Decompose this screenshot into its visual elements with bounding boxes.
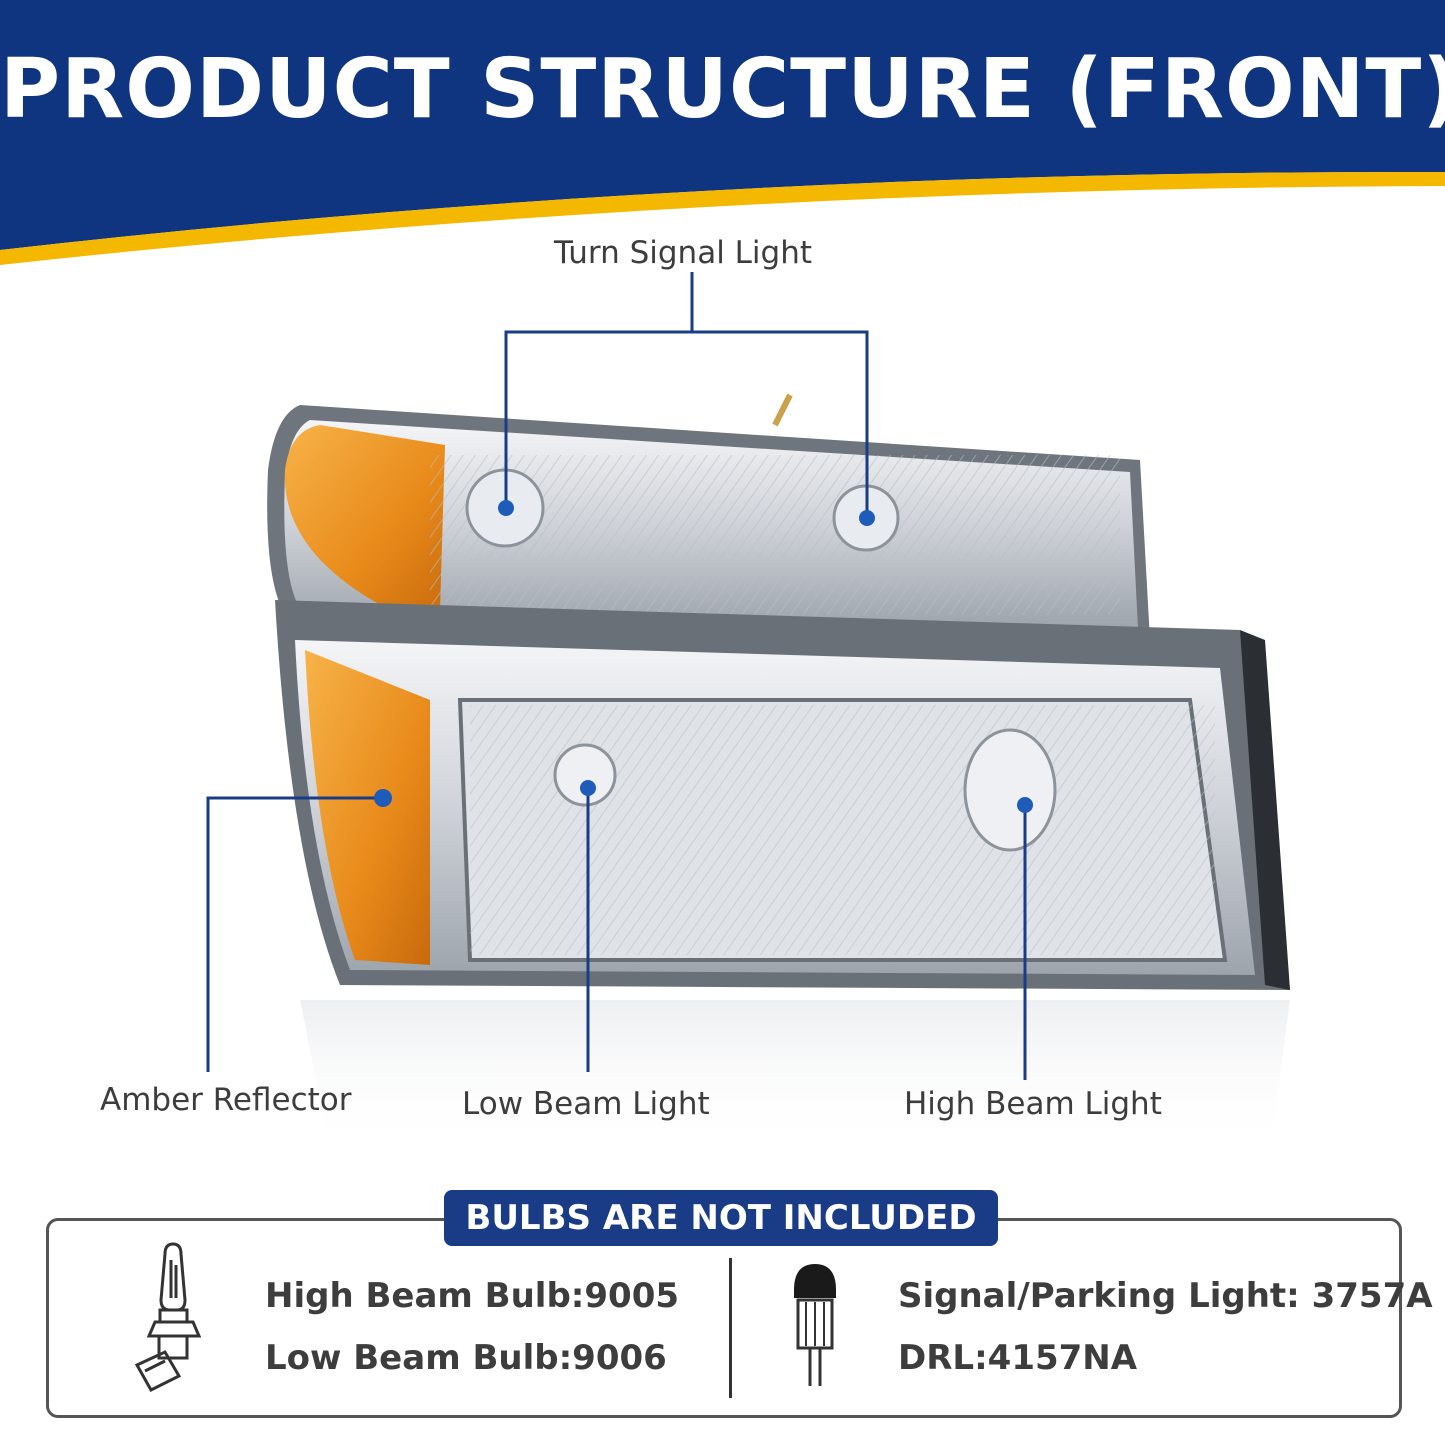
low-beam-label: Low Beam Light (462, 1086, 710, 1122)
bulb-divider (729, 1258, 732, 1398)
callout-dots (374, 500, 1033, 813)
low-beam-bulb-spec: Low Beam Bulb:9006 (265, 1338, 667, 1378)
amber-corner-lens (284, 425, 445, 620)
signal-parking-bulb-spec: Signal/Parking Light: 3757A (898, 1276, 1433, 1316)
wedge-bulb-icon (794, 1264, 836, 1386)
amber-reflector-label: Amber Reflector (100, 1082, 352, 1118)
header-banner: PRODUCT STRUCTURE (FRONT) (0, 0, 1445, 270)
high-beam-label: High Beam Light (904, 1086, 1162, 1122)
page-title: PRODUCT STRUCTURE (FRONT) (0, 42, 1445, 137)
drl-bulb-spec: DRL:4157NA (898, 1338, 1138, 1378)
corner-lamp-unit (267, 393, 1150, 640)
bulb-info-box (46, 1218, 1402, 1418)
turn-signal-label: Turn Signal Light (554, 235, 813, 271)
reflection (300, 1000, 1290, 1150)
banner-shape (0, 0, 1445, 265)
callout-lines (206, 272, 1027, 1080)
high-beam-bulb-spec: High Beam Bulb:9005 (265, 1276, 680, 1316)
bulbs-not-included-badge: BULBS ARE NOT INCLUDED (444, 1190, 998, 1246)
halogen-bulb-icon (134, 1242, 202, 1392)
amber-side-reflector (305, 650, 430, 965)
main-headlight-unit (275, 600, 1290, 990)
